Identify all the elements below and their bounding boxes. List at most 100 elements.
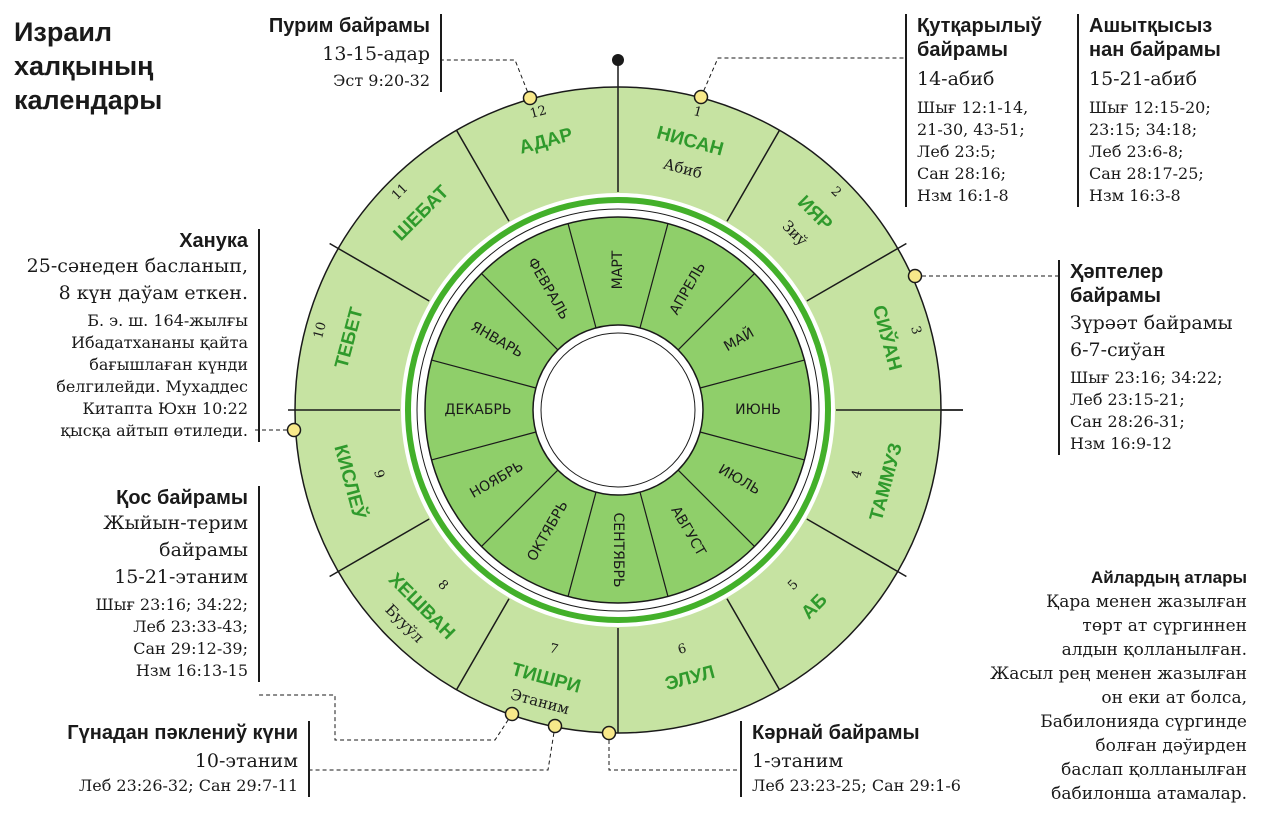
gregorian-month-name: МАРТ	[610, 250, 626, 289]
month-divider	[329, 570, 339, 578]
legend-line: Қара менен жазылған	[1046, 592, 1247, 612]
booths-ref: Леб 23:33-43;	[133, 617, 248, 636]
weeks-ref: Леб 23:15-21;	[1070, 390, 1185, 409]
unleavened-heading: Ашытқысыз	[1089, 15, 1213, 37]
legend-line: бабилонша атамалар.	[1051, 784, 1247, 804]
center-circle-inner	[540, 332, 696, 488]
weeks-ref: Шығ 23:16; 34:22;	[1070, 368, 1223, 387]
legend-line: төрт ат сүргиннен	[1082, 616, 1247, 636]
unleavened-ref: Шығ 12:15-20;	[1089, 98, 1211, 117]
hanukkah-note: Китапта Юхн 10:22	[82, 399, 248, 418]
weeks-ref: Нзм 16:9-12	[1070, 434, 1172, 453]
booths-ref: Шығ 23:16; 34:22;	[95, 595, 248, 614]
weeks-ref: Сан 28:26-31;	[1070, 412, 1185, 431]
hanukkah-line: 8 күн даўам еткен.	[58, 282, 248, 304]
passover-heading: байрамы	[917, 39, 1008, 61]
hanukkah-note: қысқа айтып өтиледи.	[60, 421, 248, 440]
booths-ref: Сан 29:12-39;	[133, 639, 248, 658]
passover-ref: Сан 28:16;	[917, 164, 1007, 183]
passover-ref: 21-30, 43-51;	[917, 120, 1025, 139]
purim-heading: Пурим байрамы	[268, 15, 430, 37]
feast-marker	[522, 90, 538, 106]
trumpets-block: Кәрнай байрамы 1-этаним Леб 23:23-25; Са…	[740, 721, 1012, 797]
weeks-line: 6-7-сиўан	[1070, 339, 1166, 361]
passover-ref: Шығ 12:1-14,	[917, 98, 1029, 117]
month-divider	[455, 129, 510, 222]
month-divider	[726, 598, 781, 691]
gregorian-divider	[699, 359, 805, 389]
unleavened-ref: 23:15; 34:18;	[1089, 120, 1198, 139]
booths-ref: Нзм 16:13-15	[135, 661, 248, 680]
legend: Айлардың атлары Қара менен жазылған төрт…	[960, 566, 1247, 806]
page-title: Израил халқының календары	[14, 15, 162, 117]
leader-line	[309, 725, 556, 771]
atonement-ref: Леб 23:26-32; Сан 29:7-11	[78, 776, 298, 795]
gregorian-month-name: ДЕКАБРЬ	[445, 402, 512, 418]
trumpets-date: 1-этаним	[752, 750, 844, 772]
month-divider	[806, 247, 899, 302]
passover-ref: Леб 23:5;	[917, 142, 996, 161]
gregorian-divider	[431, 431, 537, 461]
title-line: халқының	[14, 51, 154, 81]
purim-block: Пурим байрамы 13-15-адар Эст 9:20-32	[200, 14, 442, 92]
leader-line	[441, 59, 531, 99]
center-circle	[532, 324, 704, 496]
month-divider	[897, 570, 907, 578]
hanukkah-line: 25-сәнеден басланып,	[26, 255, 248, 277]
atonement-heading: Гүнадан пәклениў күни	[67, 722, 298, 744]
month-divider	[329, 242, 339, 250]
booths-heading: Қос байрамы	[116, 487, 248, 509]
month-number: 3	[907, 324, 924, 336]
top-pointer-dot	[612, 54, 624, 66]
feast-marker	[547, 718, 563, 734]
weeks-heading: Ҳәптелер	[1070, 261, 1164, 283]
unleavened-ref: Сан 28:17-25;	[1089, 164, 1204, 183]
legend-line: болған дәўирден	[1095, 736, 1247, 756]
month-number: 7	[548, 641, 560, 658]
hanukkah-heading: Ханука	[179, 230, 248, 252]
legend-line: он еки ат болса,	[1101, 688, 1247, 708]
atonement-date: 10-этаним	[194, 750, 298, 772]
gregorian-divider	[481, 469, 559, 547]
gregorian-divider	[567, 223, 597, 329]
month-divider	[897, 242, 907, 250]
booths-line: 15-21-этаним	[114, 566, 248, 588]
month-divider	[455, 598, 510, 691]
purim-date: 13-15-адар	[322, 43, 430, 65]
unleavened-heading: нан байрамы	[1089, 39, 1221, 61]
green-band	[405, 197, 831, 623]
trumpets-ref: Леб 23:23-25; Сан 29:1-6	[752, 776, 961, 795]
unleavened-ref: Леб 23:6-8;	[1089, 142, 1184, 161]
gregorian-divider	[639, 223, 669, 329]
trumpets-heading: Кәрнай байрамы	[752, 722, 920, 744]
purim-ref: Эст 9:20-32	[333, 71, 430, 90]
month-number: 9	[370, 468, 387, 480]
leader-line	[700, 57, 904, 98]
atonement-block: Гүнадан пәклениў күни 10-этаним Леб 23:2…	[8, 721, 310, 797]
weeks-block: Ҳәптелер байрамы Зүрәәт байрамы 6-7-сиўа…	[1058, 260, 1260, 455]
unleavened-date: 15-21-абиб	[1089, 68, 1198, 90]
leader-line	[258, 694, 513, 741]
month-number: 6	[676, 641, 688, 658]
month-number: 1	[692, 104, 704, 121]
weeks-line: Зүрәәт байрамы	[1070, 312, 1233, 334]
month-divider	[337, 247, 430, 302]
hanukkah-block: Ханука 25-сәнеден басланып, 8 күн даўам …	[5, 229, 260, 442]
legend-heading: Айлардың атлары	[1091, 568, 1247, 587]
hanukkah-note: Ибадатхананы қайта	[71, 333, 248, 352]
legend-line: Жасыл рең менен жазылған	[990, 664, 1247, 684]
gregorian-month-name: ИЮНЬ	[735, 402, 781, 418]
unleavened-bread-block: Ашытқысыз нан байрамы 15-21-абиб Шығ 12:…	[1077, 14, 1259, 207]
feast-marker	[286, 422, 302, 438]
month-number: 12	[528, 103, 548, 122]
month-number: 10	[311, 320, 330, 340]
gregorian-divider	[567, 491, 597, 597]
legend-line: алдын қолланылған.	[1061, 640, 1247, 660]
passover-block: Қутқарылыў байрамы 14-абиб Шығ 12:1-14, …	[905, 14, 1077, 207]
title-line: Израил	[14, 17, 113, 47]
feast-marker	[504, 706, 520, 722]
legend-line: баслап қолланылған	[1061, 760, 1247, 780]
feast-marker	[601, 725, 617, 741]
